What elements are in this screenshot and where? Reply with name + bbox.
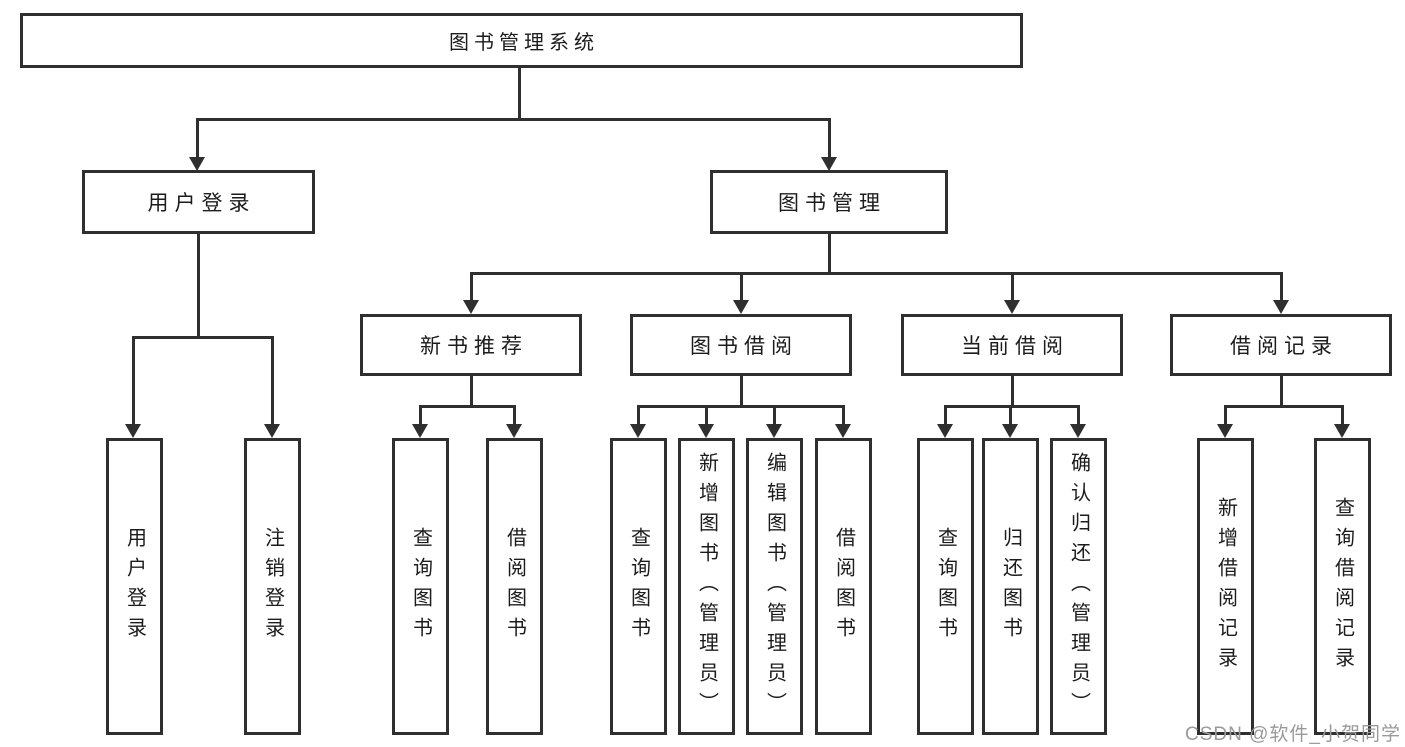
arrow-down-icon bbox=[835, 424, 851, 438]
connector-root-stem bbox=[518, 68, 521, 119]
connector-drop-leaf bbox=[1077, 405, 1080, 425]
connector-currentborrow-hline bbox=[944, 405, 1080, 408]
arrow-down-icon bbox=[937, 424, 953, 438]
arrow-down-icon bbox=[1002, 424, 1018, 438]
leaf-user-login: 用户登录 bbox=[106, 438, 163, 735]
connector-drop-leaf bbox=[132, 336, 135, 425]
leaf-add-book-admin: 新增图书（管理员） bbox=[678, 438, 735, 735]
connector-drop-l3 bbox=[1011, 272, 1014, 300]
connector-borrowrecord-stem bbox=[1280, 376, 1283, 407]
leaf-query-borrow-record: 查询借阅记录 bbox=[1314, 438, 1371, 735]
csdn-watermark: CSDN @软件_小贺同学 bbox=[1185, 724, 1401, 745]
connector-drop-leaf bbox=[513, 405, 516, 425]
arrow-down-icon bbox=[189, 157, 205, 171]
node-user-login: 用户登录 bbox=[82, 170, 315, 234]
leaf-borrow-book: 借阅图书 bbox=[815, 438, 872, 735]
node-library-management-system: 图书管理系统 bbox=[20, 13, 1023, 68]
connector-newbook-stem bbox=[470, 376, 473, 407]
node-borrow-record: 借阅记录 bbox=[1170, 314, 1392, 376]
connector-drop-user-login bbox=[196, 118, 199, 158]
connector-userlogin-stem bbox=[197, 234, 200, 337]
arrow-down-icon bbox=[766, 424, 782, 438]
leaf-query-book-current: 查询图书 bbox=[917, 438, 974, 735]
connector-drop-leaf bbox=[271, 336, 274, 425]
arrow-down-icon bbox=[1273, 300, 1289, 314]
arrow-down-icon bbox=[698, 424, 714, 438]
leaf-borrow-book-recommend: 借阅图书 bbox=[486, 438, 543, 735]
connector-bookmgmt-hline bbox=[470, 272, 1283, 275]
arrow-down-icon bbox=[1217, 424, 1233, 438]
connector-drop-leaf bbox=[637, 405, 640, 425]
connector-drop-leaf bbox=[705, 405, 708, 425]
connector-drop-l3 bbox=[740, 272, 743, 300]
arrow-down-icon bbox=[463, 300, 479, 314]
leaf-query-book-recommend: 查询图书 bbox=[392, 438, 449, 735]
leaf-add-borrow-record: 新增借阅记录 bbox=[1197, 438, 1254, 735]
connector-bookborrow-hline bbox=[637, 405, 844, 408]
connector-currentborrow-stem bbox=[1011, 376, 1014, 407]
leaf-edit-book-admin: 编辑图书（管理员） bbox=[746, 438, 803, 735]
connector-drop-leaf bbox=[944, 405, 947, 425]
connector-drop-book-management bbox=[828, 118, 831, 158]
arrow-down-icon bbox=[630, 424, 646, 438]
arrow-down-icon bbox=[1334, 424, 1350, 438]
connector-userlogin-hline bbox=[133, 336, 274, 339]
connector-drop-leaf bbox=[419, 405, 422, 425]
node-current-borrow: 当前借阅 bbox=[901, 314, 1123, 376]
arrow-down-icon bbox=[1004, 300, 1020, 314]
leaf-return-book: 归还图书 bbox=[982, 438, 1039, 735]
connector-drop-l3 bbox=[1280, 272, 1283, 300]
connector-drop-leaf bbox=[1009, 405, 1012, 425]
arrow-down-icon bbox=[733, 300, 749, 314]
arrow-down-icon bbox=[821, 157, 837, 171]
node-book-management: 图书管理 bbox=[710, 170, 948, 234]
arrow-down-icon bbox=[1070, 424, 1086, 438]
connector-bookborrow-stem bbox=[740, 376, 743, 407]
node-book-borrow: 图书借阅 bbox=[630, 314, 852, 376]
node-new-book-recommend: 新书推荐 bbox=[360, 314, 582, 376]
connector-drop-leaf bbox=[1224, 405, 1227, 425]
arrow-down-icon bbox=[506, 424, 522, 438]
connector-drop-l3 bbox=[470, 272, 473, 300]
connector-drop-leaf bbox=[773, 405, 776, 425]
leaf-confirm-return-admin: 确认归还（管理员） bbox=[1050, 438, 1107, 735]
connector-newbook-hline bbox=[419, 405, 516, 408]
arrow-down-icon bbox=[125, 424, 141, 438]
leaf-logout: 注销登录 bbox=[244, 438, 301, 735]
connector-drop-leaf bbox=[1341, 405, 1344, 425]
connector-borrowrecord-hline bbox=[1224, 405, 1343, 408]
connector-root-hline bbox=[197, 118, 831, 121]
arrow-down-icon bbox=[412, 424, 428, 438]
arrow-down-icon bbox=[264, 424, 280, 438]
connector-bookmgmt-stem bbox=[828, 234, 831, 274]
connector-drop-leaf bbox=[842, 405, 845, 425]
leaf-query-book-borrow: 查询图书 bbox=[610, 438, 667, 735]
